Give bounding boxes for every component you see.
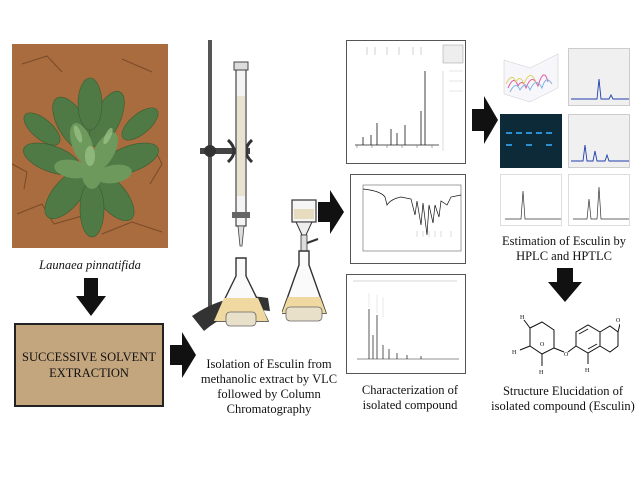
arrow-down-1 [76, 278, 106, 316]
tlc-plate-image [500, 114, 562, 168]
arrow-down-2 [548, 268, 582, 302]
arrow-right-3 [472, 96, 498, 144]
arrow-right-2 [318, 190, 344, 234]
plant-image [12, 44, 168, 248]
ring-oxygen-label: O [540, 342, 545, 348]
nmr-spectrum [355, 44, 464, 151]
vlc-funnel-flask [282, 199, 327, 322]
esculin-structure: O H H H O O H [512, 315, 620, 376]
hplc-chromatogram-1 [568, 48, 630, 106]
mass-spectrum [353, 280, 459, 360]
characterization-caption: Characterization of isolated compound [361, 383, 459, 412]
ir-spectrum-panel [350, 174, 466, 264]
extraction-box: SUCCESSIVE SOLVENT EXTRACTION [14, 323, 164, 407]
ir-spectrum [362, 184, 462, 252]
phenol-label: H [585, 368, 590, 374]
nmr-spectrum-panel [346, 40, 466, 164]
hplc-chromatogram-4 [568, 174, 630, 226]
glycosidic-oxygen-label: O [564, 352, 569, 358]
hydroxyl-label-2: H [512, 350, 517, 356]
arrow-right-1 [170, 332, 196, 378]
hplc-chromatogram-3 [500, 174, 562, 226]
structure-caption: Structure Elucidation of isolated compou… [491, 384, 635, 413]
vlc-column-apparatus [192, 40, 270, 331]
plant-photo [12, 44, 168, 248]
mass-spectrum-panel [346, 274, 466, 374]
spectrometer-logo [442, 44, 464, 64]
isolation-caption: Isolation of Esculin from methanolic ext… [200, 357, 338, 416]
hydroxyl-label-1: H [520, 315, 525, 321]
stand-rod [208, 40, 212, 325]
carbonyl-oxygen-label: O [616, 318, 620, 324]
plant-species-label: Launaea pinnatifida [39, 258, 141, 272]
hplc-chromatogram-2 [568, 114, 630, 168]
hydroxyl-label-3: H [539, 370, 544, 376]
hptlc-3d-densitogram [500, 44, 562, 106]
estimation-caption: Estimation of Esculin by HPLC and HPTLC [502, 234, 626, 263]
